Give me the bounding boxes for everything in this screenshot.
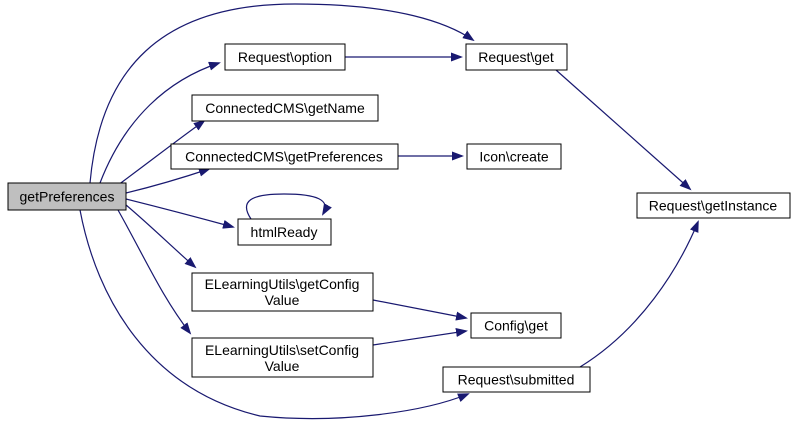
edge-request-submitted-to-request-getinstance [579,220,699,368]
node-htmlready-label: htmlReady [251,224,318,240]
edge-getpreferences-to-htmlready [125,198,235,229]
edge-getpreferences-to-request-option [99,61,221,184]
node-elearning-setconfigvalue-label-line2: Value [265,358,300,374]
node-connectedcms-getpreferences[interactable]: ConnectedCMS\getPreferences [170,143,399,170]
node-request-option-box[interactable] [224,43,346,71]
node-elearning-getconfigvalue-box[interactable] [191,272,374,312]
node-htmlready-box[interactable] [237,218,332,246]
node-request-submitted-box[interactable] [442,366,591,393]
node-request-get-box[interactable] [465,43,568,71]
node-request-submitted-label: Request\submitted [458,372,575,388]
node-connectedcms-getname[interactable]: ConnectedCMS\getName [191,94,379,122]
node-connectedcms-getpreferences-box[interactable] [170,143,399,170]
node-request-get[interactable]: Request\get [465,43,568,71]
node-request-get-label: Request\get [478,49,554,65]
node-elearning-setconfigvalue-label-line1: ELearningUtils\setConfig [205,342,359,358]
edge-getpreferences-to-elearning-getconfigvalue [125,204,197,269]
edge-request-get-to-request-getinstance [555,69,692,191]
node-connectedcms-getname-box[interactable] [191,94,379,122]
node-getpreferences-box[interactable] [7,182,127,211]
node-htmlready[interactable]: htmlReady [237,218,332,246]
node-icon-create-label: Icon\create [479,149,548,165]
node-request-getinstance[interactable]: Request\getInstance [636,192,791,219]
edge-getpreferences-to-connectedcms-getpreferences [125,167,211,194]
node-connectedcms-getpreferences-label: ConnectedCMS\getPreferences [185,149,383,165]
node-request-getinstance-box[interactable] [636,192,791,219]
node-elearning-setconfigvalue-box[interactable] [191,337,374,378]
edge-elearning-getconfigvalue-to-config-get [372,299,468,321]
edge-getpreferences-to-connectedcms-getname [117,119,206,186]
node-elearning-getconfigvalue-label-line1: ELearningUtils\getConfig [205,276,360,292]
node-connectedcms-getname-label: ConnectedCMS\getName [205,100,365,116]
edge-getpreferences-to-request-get [89,3,475,184]
node-request-submitted[interactable]: Request\submitted [442,366,591,393]
edge-getpreferences-to-request-submitted [79,209,470,420]
edge-getpreferences-to-elearning-setconfigvalue [117,209,192,335]
node-request-getinstance-label: Request\getInstance [649,198,778,214]
node-config-get-box[interactable] [470,312,562,339]
node-icon-create-box[interactable] [466,143,562,170]
node-elearning-getconfigvalue[interactable]: ELearningUtils\getConfig Value [191,272,374,312]
node-icon-create[interactable]: Icon\create [466,143,562,170]
node-getpreferences[interactable]: getPreferences [7,182,127,211]
node-elearning-setconfigvalue[interactable]: ELearningUtils\setConfig Value [191,337,374,378]
edge-elearning-setconfigvalue-to-config-get [372,328,468,346]
node-getpreferences-label: getPreferences [20,189,115,205]
node-elearning-getconfigvalue-label-line2: Value [265,292,300,308]
node-config-get[interactable]: Config\get [470,312,562,339]
node-config-get-label: Config\get [484,318,548,334]
edge-htmlready-self-loop [245,193,332,220]
node-request-option[interactable]: Request\option [224,43,346,71]
node-request-option-label: Request\option [238,49,332,65]
edge-group [79,3,699,420]
